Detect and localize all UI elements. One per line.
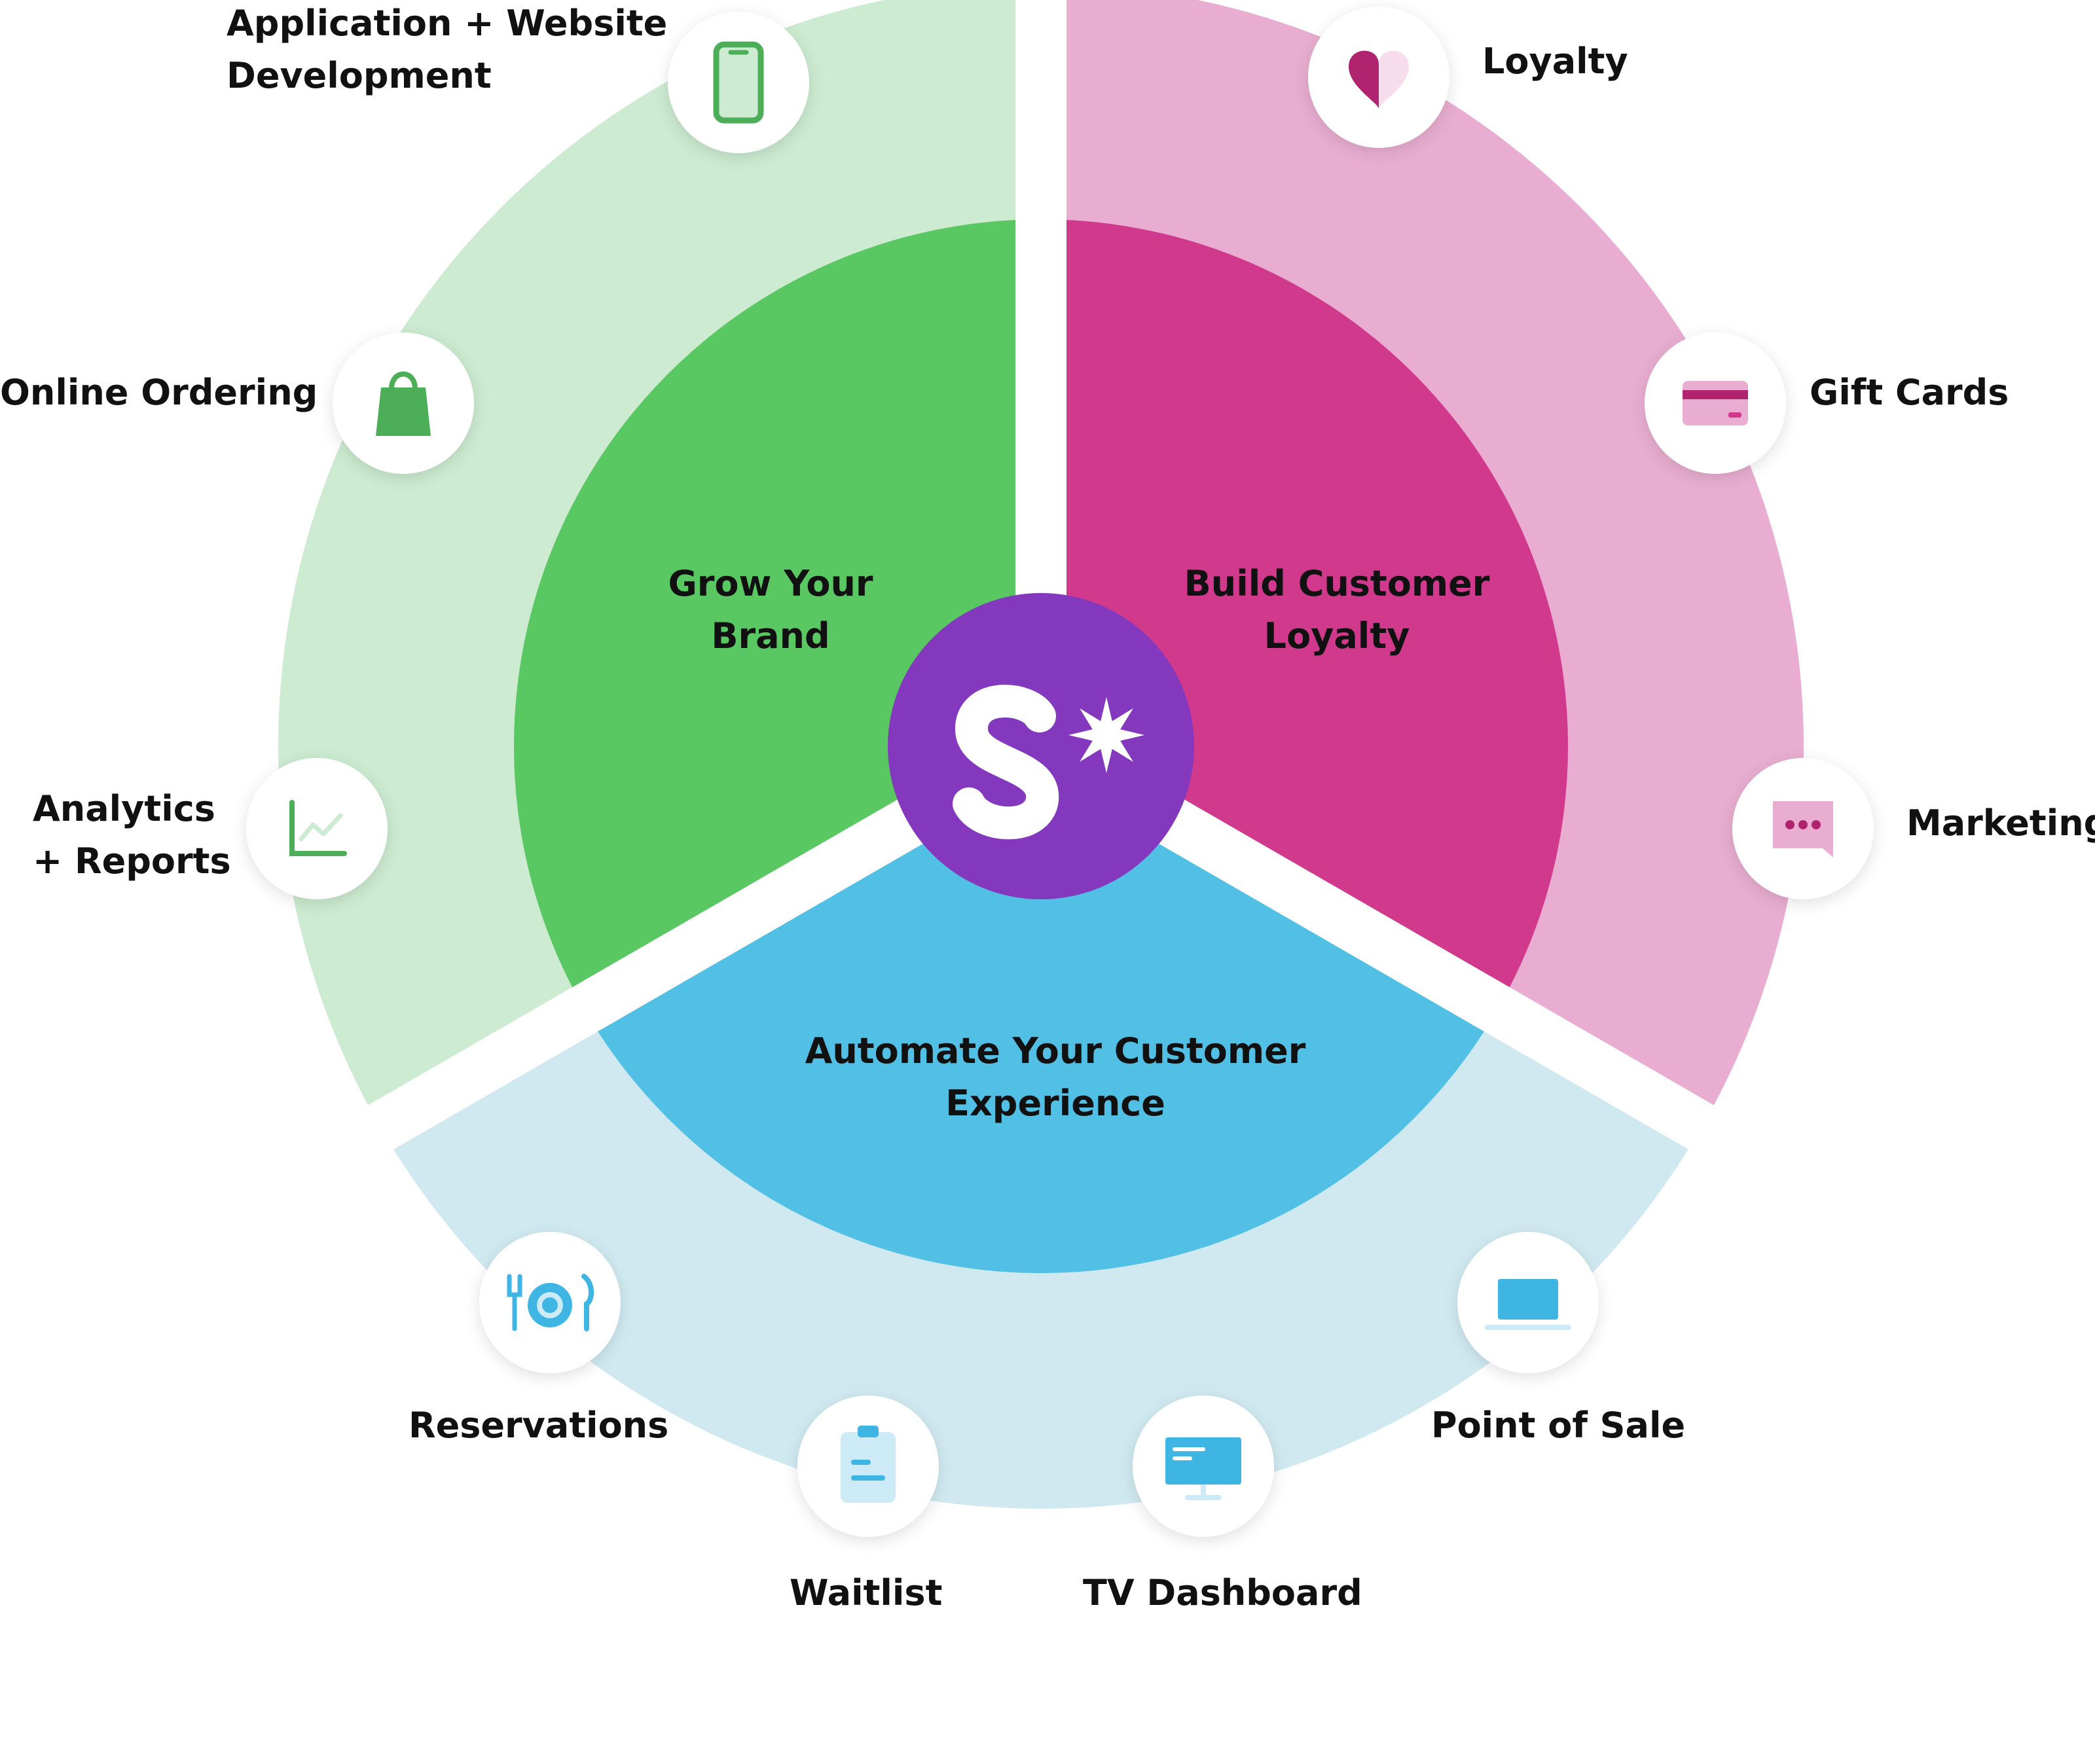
shopping-bag-icon [333, 333, 474, 474]
label-reservations: Reservations [409, 1405, 669, 1446]
label-application-website-development: Application + Website Development [227, 3, 668, 96]
line-chart-icon [246, 758, 388, 899]
label-loyalty: Loyalty [1482, 41, 1628, 82]
label-point-of-sale: Point of Sale [1431, 1405, 1686, 1446]
sauce-star-logo-icon [953, 685, 1144, 840]
item-icons [246, 7, 1874, 1537]
gift-card-icon [1645, 333, 1786, 474]
label-gift-cards: Gift Cards [1810, 372, 2009, 413]
label-tv-dashboard: TV Dashboard [1083, 1572, 1362, 1613]
inner-ring [333, 0, 1749, 1274]
tv-monitor-icon [1133, 1395, 1274, 1537]
label-analytics-reports: Analytics + Reports [33, 788, 231, 882]
plate-cutlery-icon [479, 1232, 621, 1373]
center-hub [888, 593, 1194, 899]
laptop-icon [1457, 1232, 1599, 1373]
label-marketing: Marketing [1906, 802, 2095, 844]
clipboard-icon [797, 1395, 939, 1537]
smartphone-icon [668, 12, 809, 153]
segment-title-automate: Automate Your Customer Experience [805, 1030, 1306, 1124]
heart-icon [1308, 7, 1449, 148]
chat-bubble-icon [1732, 758, 1874, 899]
center-circle [888, 593, 1194, 899]
segment-title-grow: Grow Your Brand [668, 563, 873, 657]
segment-title-loyalty: Build Customer Loyalty [1184, 563, 1490, 657]
label-waitlist: Waitlist [790, 1572, 943, 1613]
label-online-ordering: Online Ordering [0, 372, 318, 413]
